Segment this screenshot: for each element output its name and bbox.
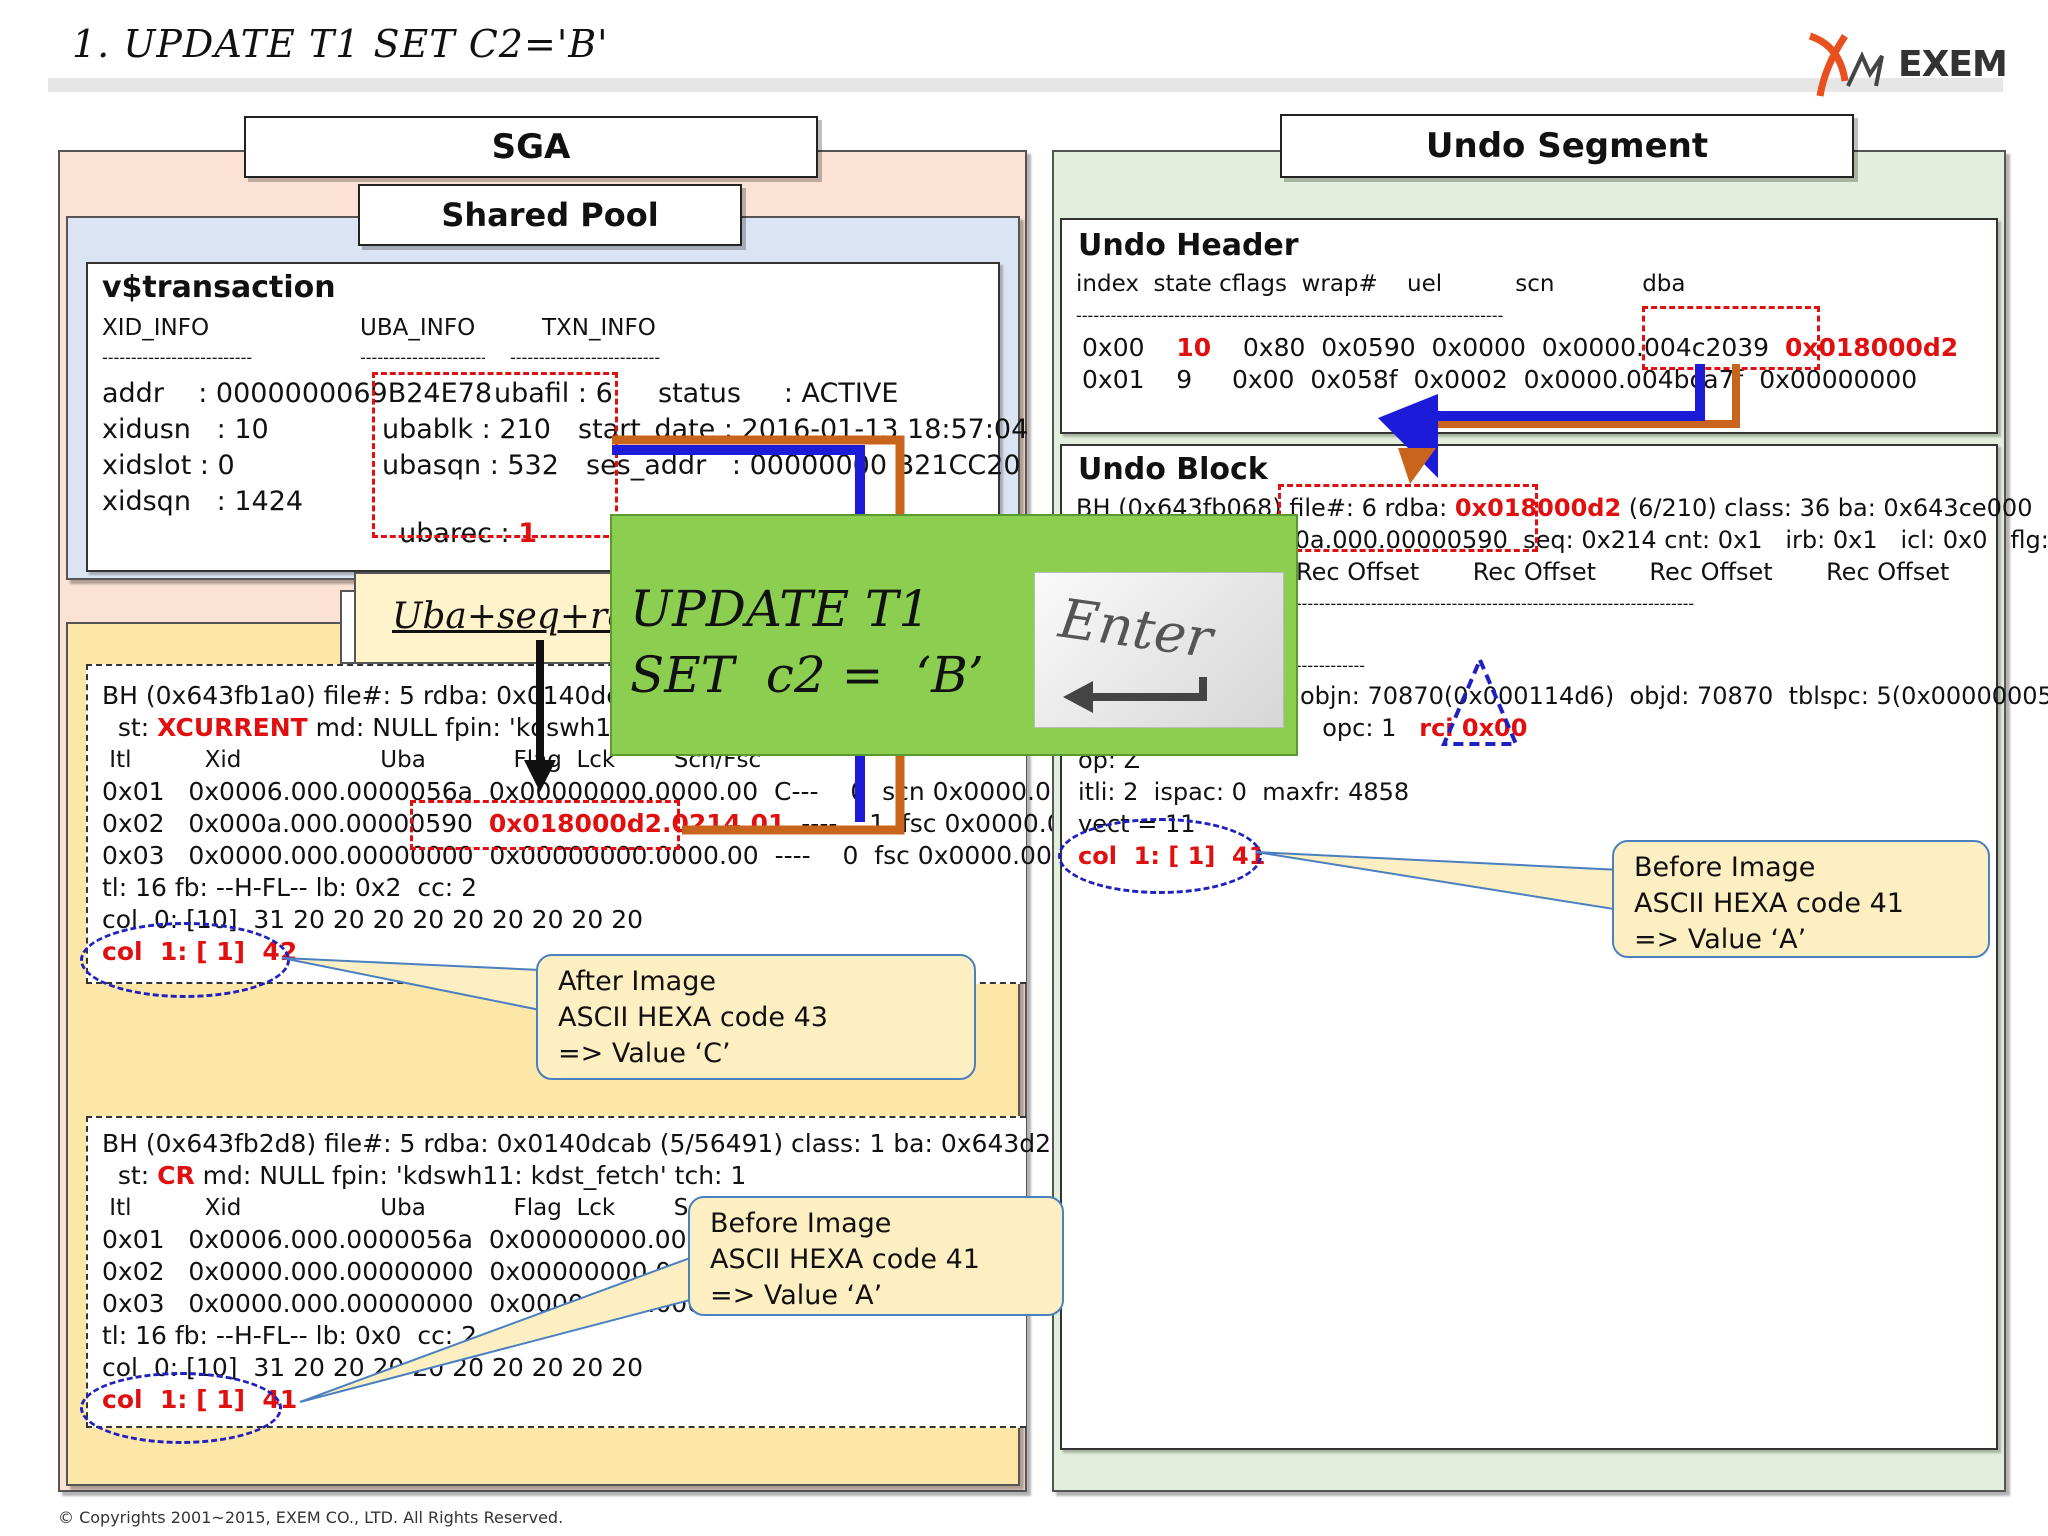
undo-header-row1: 0x00 10 0x80 0x0590 0x0000 0x0000.004c20… xyxy=(1082,332,1958,364)
vtx-ubasqn: ubasqn : 532 xyxy=(382,450,559,481)
undo-before-line2: ASCII HEXA code 41 xyxy=(1634,888,1904,919)
after-image-callout: After Image ASCII HEXA code 43 => Value … xyxy=(536,954,976,1080)
buf2-md: md: NULL fpin: 'kdswh11: kdst_fetch' tch… xyxy=(194,1161,747,1190)
ub-line7: ) opc: 1 rci 0x00 xyxy=(1290,712,1527,744)
enter-key[interactable]: Enter xyxy=(1034,572,1284,728)
undo-before-image-ellipse xyxy=(1058,818,1262,894)
rci-triangle-icon xyxy=(1440,656,1520,746)
vtx-xidsqn: xidsqn : 1424 xyxy=(102,486,304,517)
ub-rci: rci 0x00 xyxy=(1419,714,1528,742)
uh-row1-mid: 0x80 0x0590 0x0000 0x0000.004c2039 xyxy=(1211,333,1785,362)
overlay-sql-line1: UPDATE T1 xyxy=(630,580,931,638)
ub-line5: ------------- xyxy=(1290,656,1366,675)
uh-row1-state: 10 xyxy=(1176,333,1212,362)
cr-image-ellipse xyxy=(80,1372,282,1444)
ub-line1: BH (0x643fb068) file#: 6 rdba: 0x018000d… xyxy=(1076,492,2032,524)
vtx-status: status : ACTIVE xyxy=(658,378,899,409)
after-image-line2: ASCII HEXA code 43 xyxy=(558,1002,828,1033)
undo-dba-highlight xyxy=(1642,306,1820,370)
buf2-tl: tl: 16 fb: --H-FL-- lb: 0x0 cc: 2 xyxy=(102,1321,478,1350)
undo-header-columns: index state cflags wrap# uel scn dba xyxy=(1076,271,1686,297)
ub-line6: objn: 70870(0x000114d6) objd: 70870 tbls… xyxy=(1300,682,2048,710)
after-image-line3: => Value ‘C’ xyxy=(558,1038,731,1069)
vtx-ubarec-label: ubarec : xyxy=(399,518,519,549)
buf1-itl2-xid: 0x02 0x000a.000.00000590 xyxy=(102,809,489,838)
uh-row1-dba: 0x018000d2 xyxy=(1785,333,1959,362)
undo-segment-title: Undo Segment xyxy=(1280,114,1854,178)
vtransaction-col-txn: TXN_INFO xyxy=(542,315,656,341)
ub-bh: BH (0x643fb068) file#: 6 rdba: xyxy=(1076,494,1455,522)
brand-name: EXEM xyxy=(1898,44,2008,85)
undo-before-image-callout: Before Image ASCII HEXA code 41 => Value… xyxy=(1612,840,1990,958)
ub-rdba: 0x018000d2 xyxy=(1454,494,1622,522)
vtx-xidslot: xidslot : 0 xyxy=(102,450,235,481)
cr-before-line1: Before Image xyxy=(710,1208,892,1239)
undo-header-box xyxy=(1060,218,1998,434)
after-image-line1: After Image xyxy=(558,966,716,997)
vtransaction-sep: -------------------------- xyxy=(360,348,485,367)
buf2-state: CR xyxy=(157,1161,195,1190)
ub-line4: ----------------------------------------… xyxy=(1290,594,1695,613)
vtx-ubafil: ubafil : 6 xyxy=(494,378,613,409)
vtransaction-title: v$transaction xyxy=(102,270,336,305)
undo-before-line1: Before Image xyxy=(1634,852,1816,883)
ub-line9: itli: 2 ispac: 0 maxfr: 4858 xyxy=(1078,778,1410,806)
vtransaction-col-xid: XID_INFO xyxy=(102,315,210,341)
exem-logo: EXEM xyxy=(1800,26,2008,106)
title-underline xyxy=(48,78,2003,92)
ub-class: (6/210) class: 36 ba: 0x643ce000 xyxy=(1621,494,2033,522)
buf1-tl: tl: 16 fb: --H-FL-- lb: 0x2 cc: 2 xyxy=(102,873,478,902)
enter-arrow-icon xyxy=(1063,677,1207,713)
buf2-line2: st: CR md: NULL fpin: 'kdswh11: kdst_fet… xyxy=(102,1160,746,1192)
undo-header-sep: ----------------------------------------… xyxy=(1076,306,1504,325)
itl-uba-highlight xyxy=(410,800,680,850)
undo-block-title: Undo Block xyxy=(1078,452,1268,487)
vtransaction-sep: -------------------------- xyxy=(102,348,253,367)
cr-before-image-callout: Before Image ASCII HEXA code 41 => Value… xyxy=(688,1196,1064,1316)
vtx-ubablk: ubablk : 210 xyxy=(382,414,551,445)
undo-before-line3: => Value ‘A’ xyxy=(1634,924,1807,955)
vtx-xidusn: xidusn : 10 xyxy=(102,414,269,445)
vtransaction-sep: -------------------------- xyxy=(510,348,661,367)
buf2-line1: BH (0x643fb2d8) file#: 5 rdba: 0x0140dca… xyxy=(102,1129,1099,1158)
uh-row1-index: 0x00 xyxy=(1082,333,1177,362)
uba-label-box xyxy=(354,572,648,664)
buf2-st: st: xyxy=(102,1161,158,1190)
undo-header-title: Undo Header xyxy=(1078,228,1299,263)
cr-before-line3: => Value ‘A’ xyxy=(710,1280,883,1311)
cr-before-line2: ASCII HEXA code 41 xyxy=(710,1244,980,1275)
vtx-ubarec-value: 1 xyxy=(518,518,537,549)
buf1-st: st: xyxy=(102,713,158,742)
exem-logo-icon xyxy=(1808,32,1884,97)
buf1-itl3: 0x03 0x0000.000.00000000 0x00000000.0000… xyxy=(102,841,1148,870)
undo-header-row2: 0x01 9 0x00 0x058f 0x0002 0x0000.004bca7… xyxy=(1082,365,1918,394)
vtx-addr: addr : 0000000069B24E78 xyxy=(102,378,493,409)
shared-pool-title: Shared Pool xyxy=(358,184,742,246)
footer-copyright: © Copyrights 2001~2015, EXEM CO., LTD. A… xyxy=(58,1508,564,1527)
buf1-state: XCURRENT xyxy=(157,713,308,742)
ub-line3: Rec Offset Rec Offset Rec Offset Rec Off… xyxy=(1296,558,1950,586)
page-title: 1. UPDATE T1 SET C2='B' xyxy=(72,22,609,66)
vtransaction-col-uba: UBA_INFO xyxy=(360,315,476,341)
overlay-sql-line2: SET c2 = ‘B’ xyxy=(630,646,984,704)
sga-title: SGA xyxy=(244,116,818,178)
uba-label: Uba+seq+rec xyxy=(392,596,642,637)
vtx-ubarec: ubarec : 1 xyxy=(382,486,537,550)
